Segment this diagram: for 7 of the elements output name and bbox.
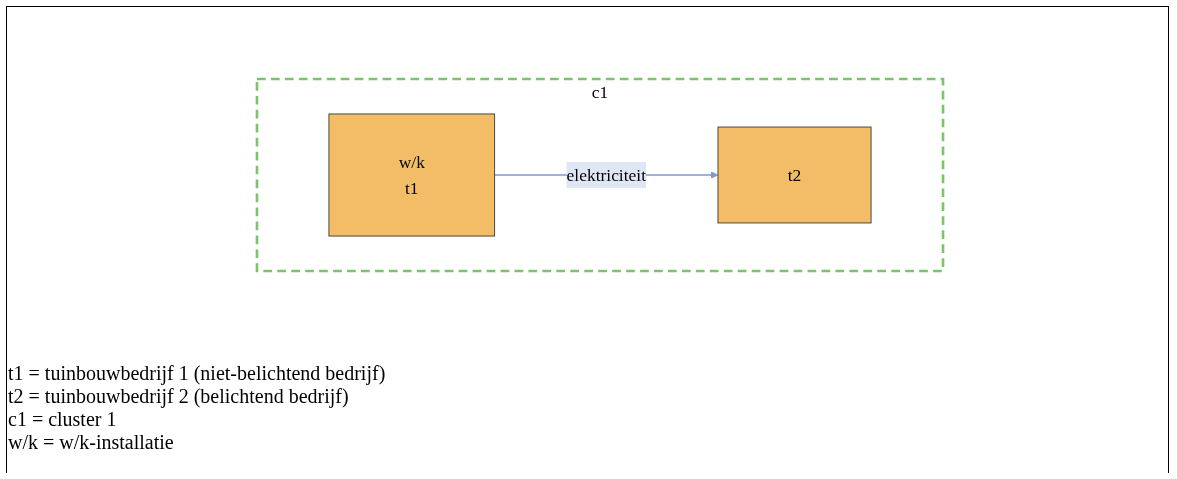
legend-note: c1 = cluster 1 xyxy=(8,408,118,431)
legend-note: t2 = tuinbouwbedrijf 2 (belichtend bedrijf) xyxy=(8,385,350,408)
legend-note: t1 = tuinbouwbedrijf 1 (niet-belichtend bedrijf) xyxy=(8,362,386,385)
node-box: w/k t1 xyxy=(328,113,496,237)
legend-note: w/k = w/k-installatie xyxy=(8,431,175,454)
node-box: t2 xyxy=(717,126,872,224)
edge-label: elektriciteit xyxy=(566,165,647,185)
